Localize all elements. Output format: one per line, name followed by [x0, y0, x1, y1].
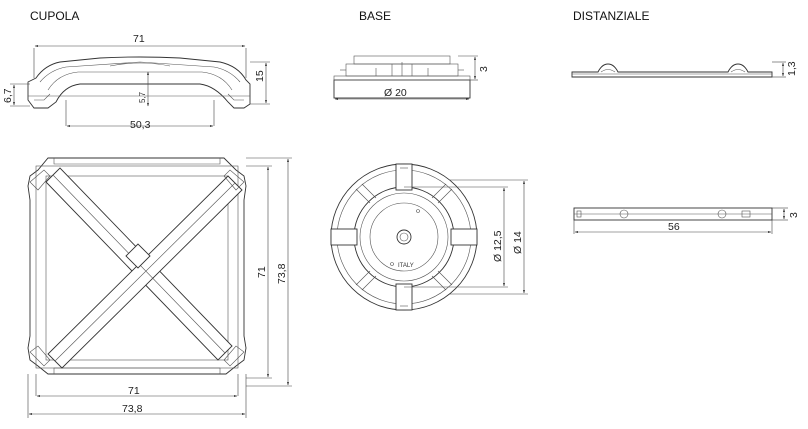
dim-base-outer-diameter: Ø 14 — [512, 231, 524, 254]
base-side-view: 3 Ø 20 — [333, 55, 490, 101]
dim-base-height: 3 — [478, 66, 490, 72]
cupola-top-ridge — [109, 62, 171, 67]
dim-plan-bottom-inner: 71 — [128, 385, 140, 397]
dim-cupola-inner-width: 50,3 — [130, 119, 151, 131]
cupola-plan-inner-square-2 — [45, 175, 229, 361]
dim-cupola-left-height: 6,7 — [2, 88, 14, 103]
dim-plan-right-outer: 73,8 — [276, 263, 288, 284]
base-tab-bottom — [395, 283, 413, 311]
dim-cupola-right-height: 15 — [254, 70, 266, 82]
base-tab-right — [450, 228, 478, 246]
cupola-plan-view: 71 73,8 71 73,8 — [27, 157, 292, 418]
base-tab-left — [330, 228, 358, 246]
base-center-hole — [396, 229, 412, 245]
distanziale-side-view: 1,3 — [571, 61, 798, 78]
cupola-outer-profile — [27, 56, 251, 109]
distanziale-plan-view: 56 3 — [573, 207, 800, 234]
distanziale-hole-right — [717, 209, 727, 219]
dim-cupola-inner-height: 5,7 — [138, 91, 147, 103]
dim-plan-right-inner: 71 — [256, 266, 268, 278]
base-side-flange — [333, 75, 471, 81]
cupola-corner-clip-tr — [223, 169, 245, 191]
dim-base-diameter: Ø 20 — [384, 87, 407, 99]
dim-cupola-width: 71 — [133, 33, 145, 45]
base-plan-view: ITALY Ø 12,5 Ø 14 — [330, 163, 528, 311]
dim-base-inner-diameter: Ø 12,5 — [492, 230, 504, 262]
cupola-inner-line-2 — [47, 71, 233, 91]
cupola-plan-bottom-tab — [53, 367, 221, 374]
cupola-corner-clip-tl — [29, 169, 51, 191]
base-tab-top — [395, 163, 413, 191]
distanziale-hole-left — [619, 209, 629, 219]
cupola-side-view: 71 6,7 15 5,7 50,3 — [2, 33, 270, 131]
cupola-plan-outline — [27, 157, 247, 375]
distanziale-bumps — [600, 69, 746, 73]
cupola-inner-line — [39, 61, 241, 83]
distanziale-side-profile — [571, 63, 773, 78]
dim-distanziale-height: 1,3 — [786, 61, 798, 76]
cupola-corner-clip-bl — [29, 345, 51, 367]
base-marking-italy: ITALY — [398, 263, 414, 269]
cupola-center-node — [125, 243, 151, 269]
cupola-feet-detail — [34, 93, 244, 101]
dim-plan-bottom-outer: 73,8 — [122, 403, 143, 415]
title-cupola: CUPOLA — [30, 9, 79, 23]
title-distanziale: DISTANZIALE — [573, 9, 649, 23]
base-mid-ring — [359, 192, 449, 282]
cupola-plan-top-tab — [53, 158, 221, 165]
base-inner-ring — [369, 202, 439, 272]
dim-distanziale-thickness: 3 — [788, 212, 800, 218]
cupola-corner-clip-br — [223, 345, 245, 367]
dim-distanziale-length: 56 — [668, 221, 680, 233]
title-base: BASE — [359, 9, 391, 23]
